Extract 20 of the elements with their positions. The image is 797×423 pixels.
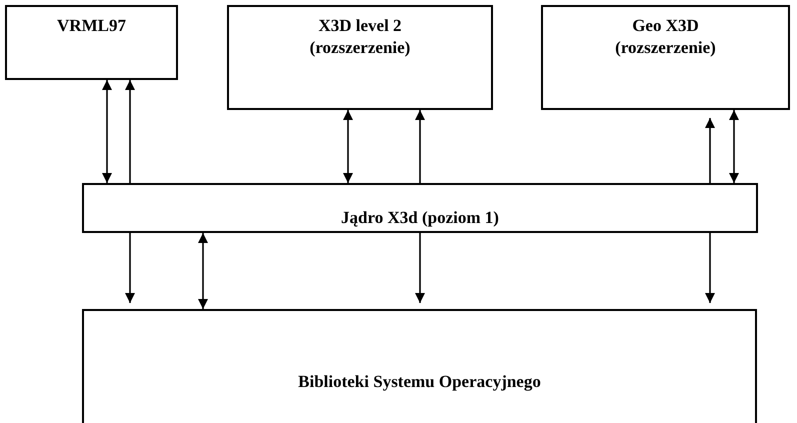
box-label: Geo X3D (rozszerzenie) bbox=[614, 15, 717, 60]
box-label: Jądro X3d (poziom 1) bbox=[341, 207, 499, 229]
process-box bbox=[5, 5, 178, 80]
arrow bbox=[705, 118, 715, 183]
process-box bbox=[541, 5, 790, 110]
arrow bbox=[415, 110, 425, 183]
arrow bbox=[705, 233, 715, 303]
arrow bbox=[343, 110, 353, 183]
box-label: Biblioteki Systemu Operacyjnego bbox=[298, 371, 541, 393]
process-box bbox=[227, 5, 493, 110]
arrow bbox=[125, 80, 135, 183]
arrow bbox=[125, 233, 135, 303]
arrow bbox=[415, 233, 425, 303]
process-box bbox=[82, 183, 758, 233]
arrow bbox=[729, 110, 739, 183]
arrow bbox=[198, 233, 208, 309]
box-label: VRML97 bbox=[57, 15, 126, 37]
process-box bbox=[82, 309, 757, 423]
arrow bbox=[102, 80, 112, 183]
box-label: X3D level 2 (rozszerzenie) bbox=[308, 15, 412, 60]
